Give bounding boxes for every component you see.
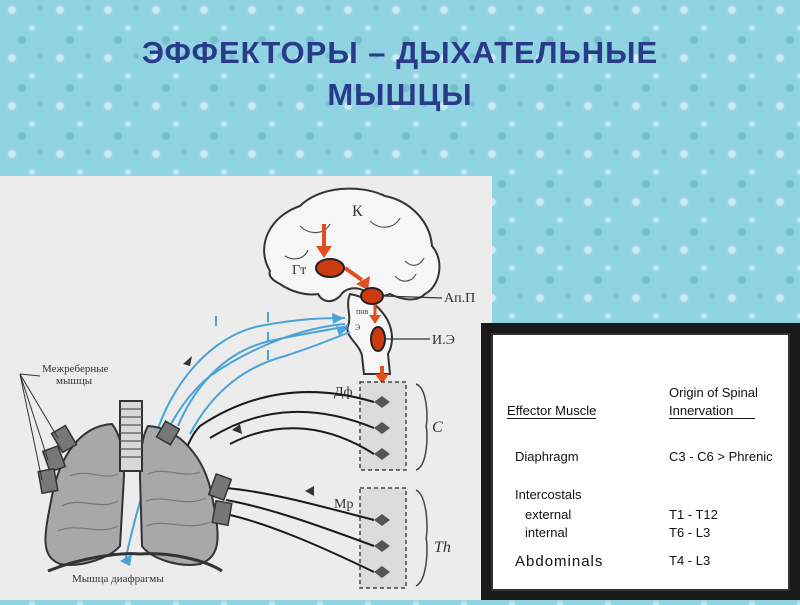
label-small-2: Э — [355, 323, 360, 332]
header-effector-muscle: Effector Muscle — [507, 403, 597, 419]
motor-neuron-th1 — [374, 514, 390, 526]
label-ie: И.Э — [432, 333, 455, 348]
label-c: C — [432, 419, 443, 436]
afferent-nerve-3 — [177, 325, 349, 427]
label-df: Дф — [334, 385, 353, 400]
innervation-table-panel: Origin of Spinal Effector Muscle Innerva… — [481, 323, 800, 600]
label-intercostal-2: мышцы — [56, 375, 93, 387]
respiratory-effector-diagram: К Гт Ап.П И.Э пнв Э C Th Дф Мр — [0, 176, 492, 600]
intercostal-nerve-2 — [225, 499, 375, 547]
label-ap: Ап.П — [444, 291, 475, 306]
label-th: Th — [434, 539, 451, 556]
intercostal-block-6 — [155, 420, 181, 446]
header-origin-line-2: Innervation — [669, 403, 756, 419]
direction-arrow-1 — [183, 356, 192, 366]
arrow-ap-ie-head — [369, 315, 381, 324]
intercostal-pointer-4 — [19, 373, 43, 481]
intercostal-nerve-1 — [225, 487, 375, 521]
arrow-gt-ap-head — [356, 276, 370, 290]
row-origin-internal: T6 - L3 — [669, 525, 711, 540]
pointer-ap — [382, 295, 443, 299]
row-muscle-diaphragm: Diaphragm — [515, 449, 579, 464]
title-line-2: МЫШЦЫ — [327, 77, 473, 112]
brain-fold-4 — [404, 257, 425, 266]
nucleus-ap — [360, 287, 384, 305]
brain-fold-1 — [299, 223, 331, 234]
intercostal-block-5 — [211, 499, 233, 527]
intercostal-pointer-1 — [19, 373, 41, 377]
brain-fold-2 — [369, 217, 401, 228]
nucleus-ie — [370, 326, 386, 352]
motor-neuron-th3 — [374, 566, 390, 578]
row-muscle-intercostals: Intercostals — [515, 487, 582, 502]
brain-fold-5 — [394, 273, 417, 282]
title-line-1: ЭФФЕКТОРЫ – ДЫХАТЕЛЬНЫЕ — [141, 35, 659, 70]
motor-neuron-th2 — [374, 540, 390, 552]
intercostal-pointer-3 — [19, 373, 49, 461]
intercostal-block-4 — [207, 472, 233, 502]
brain-fold-3 — [284, 249, 309, 260]
arrow-gt-ap — [343, 266, 364, 282]
afferent-arrowhead-1 — [332, 313, 344, 324]
direction-arrow-3 — [305, 486, 314, 496]
diaphragm — [47, 552, 223, 573]
motor-neuron-c2 — [374, 422, 390, 434]
row-origin-diaphragm: C3 - C6 > Phrenic — [669, 449, 773, 464]
arrow-cortex-head — [316, 246, 332, 258]
intercostal-pointer-2 — [19, 373, 59, 439]
right-lung — [138, 424, 219, 566]
header-origin-line-1: Origin of Spinal — [669, 385, 758, 400]
motor-neuron-c1 — [374, 396, 390, 408]
direction-arrow-2 — [232, 424, 242, 434]
row-muscle-internal: internal — [525, 525, 568, 540]
intercostal-block-2 — [41, 444, 67, 474]
trachea-rings — [120, 408, 142, 458]
label-intercostal-1: Межреберные — [42, 363, 109, 375]
label-diaphragm: Мышца диафрагмы — [72, 573, 164, 585]
right-lung-texture — [145, 470, 211, 527]
afferent-arrowhead-2 — [336, 326, 348, 336]
label-gt: Гт — [292, 263, 306, 278]
arrow-to-spine-head — [375, 374, 389, 384]
intercostal-block-3 — [37, 467, 59, 495]
row-origin-abdominals: T4 - L3 — [669, 553, 711, 568]
left-lung-texture — [57, 472, 119, 532]
intercostal-block-1 — [50, 424, 78, 454]
intercostal-nerve-3 — [225, 513, 375, 573]
afferent-arrowhead-diaphragm — [120, 554, 132, 566]
label-mr: Мр — [334, 497, 353, 512]
row-origin-external: T1 - T12 — [669, 507, 718, 522]
row-muscle-external: external — [525, 507, 572, 522]
trachea — [119, 400, 143, 472]
afferent-nerve-4 — [189, 331, 351, 435]
left-lung — [44, 422, 126, 566]
brace-c — [415, 383, 428, 471]
phrenic-nerve-2 — [209, 410, 375, 439]
innervation-table: Origin of Spinal Effector Muscle Innerva… — [491, 333, 790, 591]
brace-th — [415, 489, 428, 587]
motor-neuron-c3 — [374, 448, 390, 460]
slide-title: ЭФФЕКТОРЫ – ДЫХАТЕЛЬНЫЕ МЫШЦЫ — [0, 32, 800, 116]
row-muscle-abdominals: Abdominals — [515, 553, 604, 570]
label-small-1: пнв — [356, 307, 369, 316]
nucleus-gt — [315, 258, 345, 278]
label-k: К — [352, 203, 363, 220]
phrenic-nerve-3 — [229, 427, 375, 455]
afferent-nerve-2 — [154, 317, 346, 439]
